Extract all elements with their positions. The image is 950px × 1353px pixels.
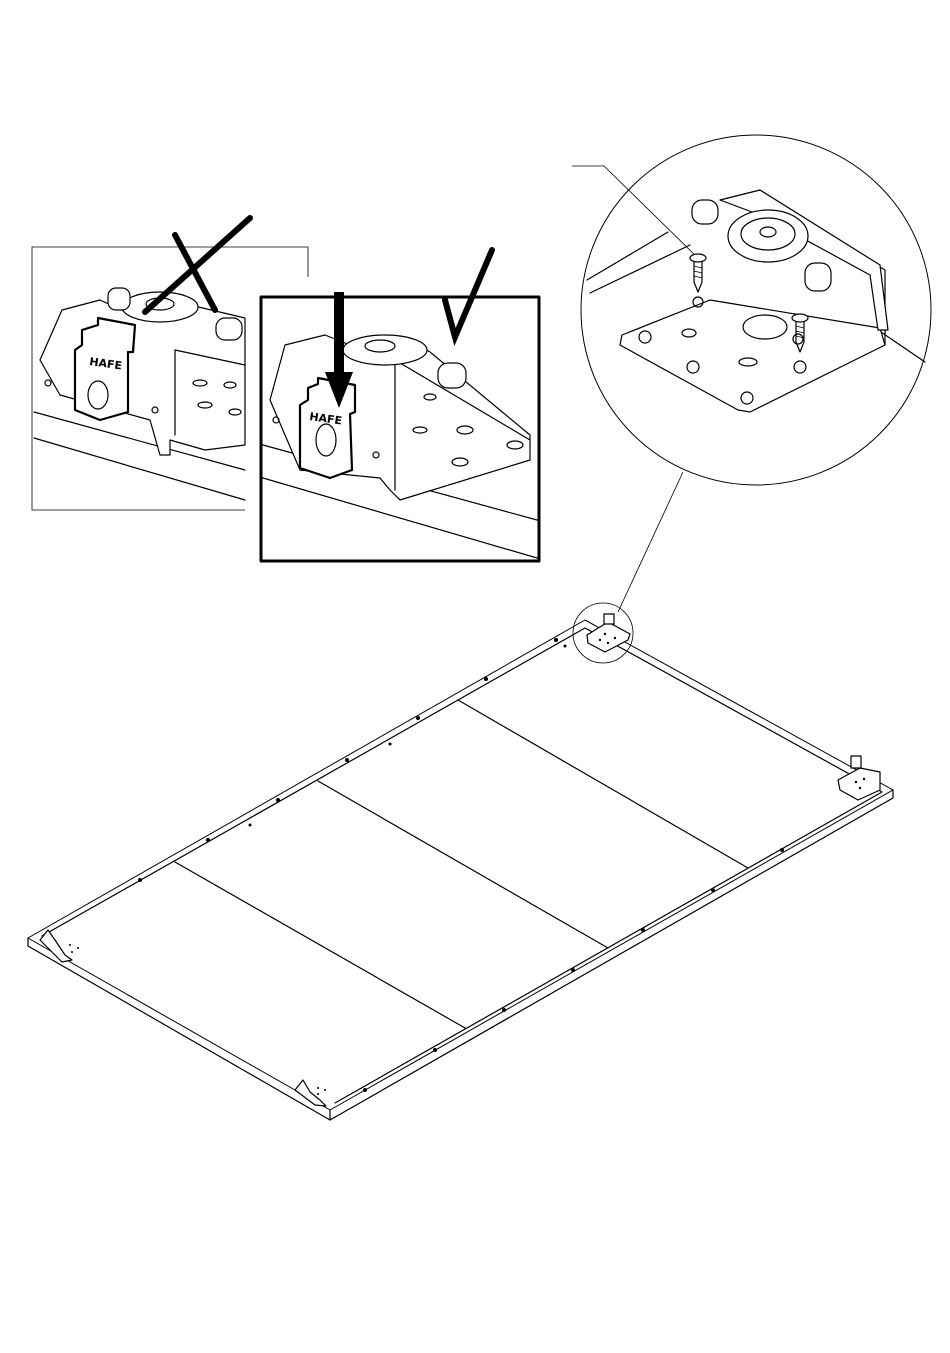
door-panel	[28, 603, 893, 1120]
cross-mark-icon	[145, 218, 250, 312]
callout-line	[618, 472, 683, 612]
wheel	[343, 335, 427, 365]
safety-clip-seated	[300, 378, 355, 478]
correct-detail-panel: HAFE	[261, 250, 539, 561]
magnified-detail	[572, 135, 931, 612]
